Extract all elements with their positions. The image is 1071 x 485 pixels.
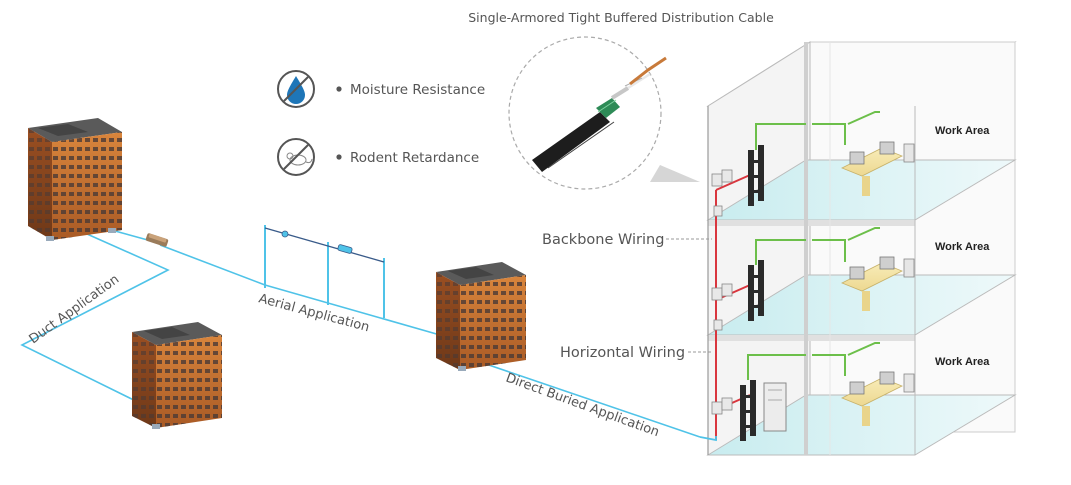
- splice-closure: [145, 233, 169, 247]
- telecom-racks: [740, 145, 787, 441]
- horizontal-callout: Horizontal Wiring: [560, 345, 712, 361]
- direct-buried-application-label: Direct Buried Application: [504, 371, 662, 441]
- work-area-furniture: [841, 141, 915, 426]
- aerial-cable-run: [81, 221, 441, 336]
- patch-boxes: [711, 169, 733, 415]
- backbone-wiring-label: Backbone Wiring: [542, 232, 664, 248]
- aerial-application-label: Aerial Application: [257, 291, 371, 335]
- bullet-dot: [336, 154, 342, 160]
- direct-buried-cable: [479, 361, 701, 438]
- horizontal-cables: [747, 111, 880, 380]
- feature-rodent: Rodent Retardance: [277, 138, 479, 176]
- cable-illustration: [532, 56, 667, 172]
- building-left-bottom: [132, 322, 222, 429]
- rodent-icon: [277, 138, 315, 176]
- cable-magnifier: [508, 36, 700, 190]
- building-cutaway: Work Area Work Area Work Area: [699, 41, 1017, 456]
- bullet-dot: [336, 86, 342, 92]
- feature-moisture: Moisture Resistance: [277, 70, 485, 108]
- water-drop-icon: [277, 70, 315, 108]
- building-middle: [436, 262, 526, 371]
- duct-cable: [20, 221, 170, 409]
- work-area-label-floor-1: Work Area: [935, 356, 990, 368]
- moisture-label: Moisture Resistance: [350, 82, 485, 98]
- cable-title: Single-Armored Tight Buffered Distributi…: [468, 10, 774, 25]
- horizontal-wiring-label: Horizontal Wiring: [560, 345, 685, 361]
- rodent-label: Rodent Retardance: [350, 150, 479, 166]
- cable-entry: [699, 436, 717, 442]
- work-area-label-floor-3: Work Area: [935, 125, 990, 137]
- messenger-wire: [264, 227, 385, 263]
- building-left-top: [28, 118, 122, 241]
- aerial-poles: [264, 225, 385, 318]
- work-area-label-floor-2: Work Area: [935, 241, 990, 253]
- backbone-callout: Backbone Wiring: [542, 232, 712, 248]
- duct-application-label: Duct Application: [27, 272, 123, 347]
